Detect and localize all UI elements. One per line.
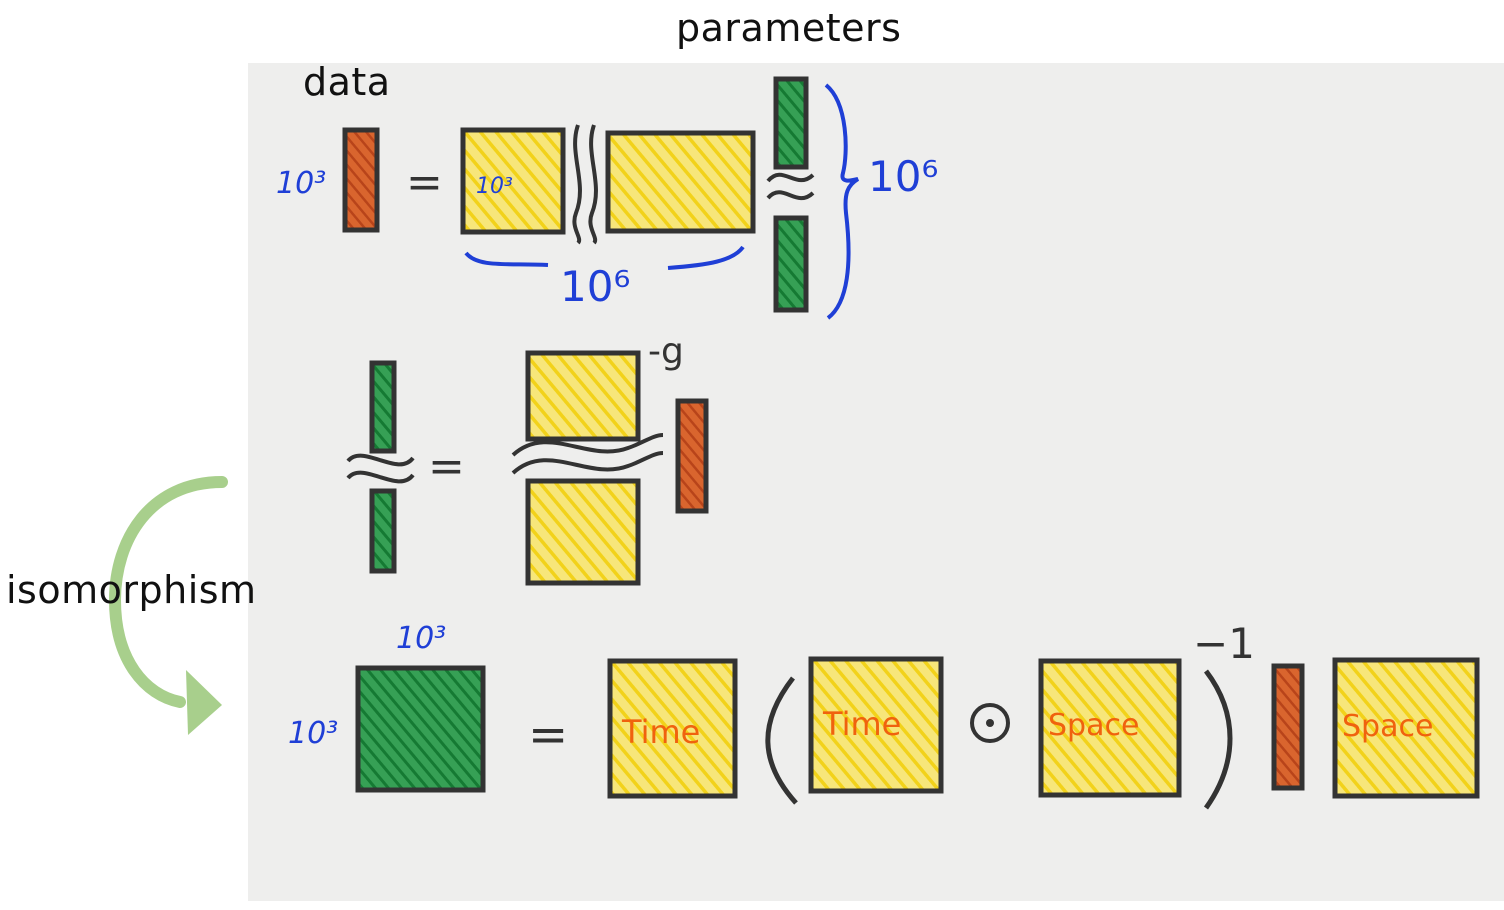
matrix-cols-annotation: 10⁶ (560, 262, 630, 311)
solution-break-bottom (346, 470, 415, 484)
row3-rows-annotation: 10³ (288, 716, 338, 751)
time-label-inner: Time (822, 705, 901, 743)
space-label-right: Space (1342, 709, 1433, 744)
hadamard-dot (986, 719, 994, 727)
solution-break-top (346, 453, 415, 467)
equals-sign-row3: = (528, 707, 568, 763)
close-paren (1203, 669, 1233, 810)
pseudo-inverse-matrix-top (525, 350, 641, 442)
arrow-head-icon (186, 670, 222, 735)
row1-equation: 10³ = 10³ 10⁶ 10⁶ (276, 76, 938, 320)
reshaped-parameter-matrix (355, 665, 486, 793)
break-mark-2 (588, 124, 598, 245)
space-matrix-inner (1038, 658, 1182, 798)
solution-vector-bottom (369, 488, 397, 574)
isomorphism-arrow (108, 476, 228, 735)
param-size-annotation: 10⁶ (868, 152, 938, 201)
data-size-annotation: 10³ (276, 166, 326, 201)
param-vector-bottom (773, 215, 809, 313)
equals-sign-row1: = (406, 157, 443, 208)
hadamard-operator-icon (970, 703, 1010, 743)
data-label: data (303, 60, 391, 104)
row3-equation: 10³ 10³ = Time Time Space −1 Space (288, 619, 1480, 810)
row3-cols-annotation: 10³ (396, 621, 446, 656)
param-vector-top (773, 76, 809, 170)
param-break-bottom (766, 190, 815, 201)
sketch-canvas: data 10³ = 10³ (248, 60, 1504, 901)
matrix-rows-annotation: 10³ (476, 174, 513, 199)
isomorphism-label: isomorphism (6, 568, 257, 612)
solution-vector-top (369, 360, 397, 454)
space-label-inner: Space (1048, 708, 1139, 743)
pseudo-inverse-exponent: -g (648, 331, 684, 372)
design-matrix-left-block (460, 127, 566, 235)
pinv-break-top (511, 433, 664, 457)
param-break-top (766, 172, 815, 183)
break-mark-1 (572, 124, 582, 245)
row2-equation: = -g (346, 331, 709, 586)
parameters-label: parameters (676, 6, 902, 50)
equals-sign-row2: = (428, 441, 465, 492)
matrix-cols-brace (464, 245, 745, 270)
data-vector-row2 (675, 398, 709, 514)
param-size-brace (824, 83, 860, 320)
time-label-left: Time (621, 713, 700, 751)
isomorphism-arrow-shaft (108, 476, 228, 708)
pinv-break-bottom (511, 451, 664, 475)
data-vector-row3 (1271, 663, 1305, 791)
time-matrix-left (607, 658, 738, 799)
space-matrix-right (1332, 657, 1480, 799)
time-matrix-inner (808, 656, 944, 794)
data-vector (342, 127, 380, 233)
inverse-exponent: −1 (1193, 619, 1255, 668)
open-paren (765, 676, 798, 805)
pseudo-inverse-matrix-bottom (525, 478, 641, 586)
design-matrix-right-block (605, 130, 756, 234)
equation-sketch: 10³ = 10³ 10⁶ 10⁶ = (276, 76, 1480, 810)
